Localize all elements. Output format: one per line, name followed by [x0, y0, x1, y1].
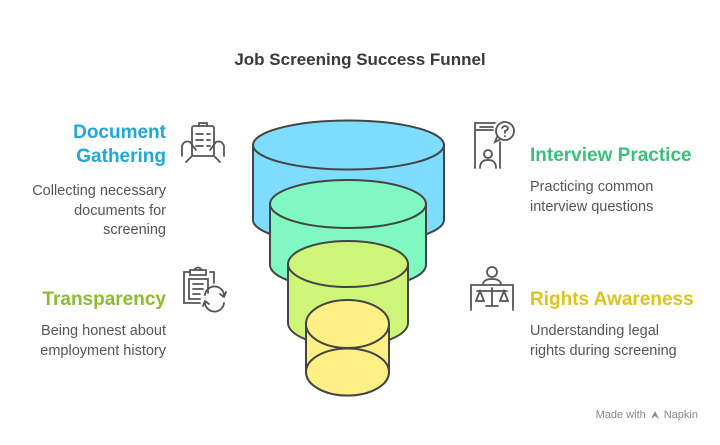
- credit-prefix: Made with: [595, 409, 646, 421]
- item-description-rights-awareness: Understanding legal rights during screen…: [530, 322, 677, 361]
- description-line: employment history: [40, 342, 166, 359]
- description-line: documents for: [74, 202, 166, 219]
- interview-question-icon: [474, 121, 515, 169]
- description-line: Being honest about: [41, 323, 166, 339]
- heading-line: Document: [73, 122, 166, 143]
- description-line: rights during screening: [530, 342, 677, 359]
- credit-brand: Napkin: [663, 409, 698, 421]
- heading-line: Interview Practice: [530, 145, 692, 166]
- item-heading-transparency: Transparency: [42, 288, 166, 312]
- description-line: Understanding legal: [530, 323, 659, 339]
- heading-line: Transparency: [42, 289, 166, 310]
- item-heading-document-gathering: Document Gathering: [73, 121, 166, 169]
- document-in-hands-icon: [181, 122, 225, 163]
- clipboard-refresh-icon: [183, 266, 227, 313]
- napkin-credit[interactable]: Made with Napkin: [596, 409, 698, 421]
- description-line: screening: [103, 222, 166, 238]
- heading-line: Rights Awareness: [530, 289, 694, 310]
- diagram-title: Job Screening Success Funnel: [234, 50, 486, 69]
- napkin-logo-icon: [650, 411, 659, 419]
- item-description-interview-practice: Practicing common interview questions: [530, 178, 653, 217]
- description-line: Practicing common: [530, 179, 654, 195]
- item-description-transparency: Being honest about employment history: [40, 322, 166, 361]
- description-line: Collecting necessary: [32, 183, 166, 199]
- item-description-document-gathering: Collecting necessary documents for scree…: [32, 182, 166, 241]
- item-heading-rights-awareness: Rights Awareness: [530, 288, 694, 312]
- description-line: interview questions: [530, 198, 654, 215]
- funnel-layer-rights-awareness: [305, 299, 390, 397]
- legal-scales-icon: [470, 266, 514, 311]
- item-heading-interview-practice: Interview Practice: [530, 144, 692, 168]
- heading-line: Gathering: [76, 146, 166, 167]
